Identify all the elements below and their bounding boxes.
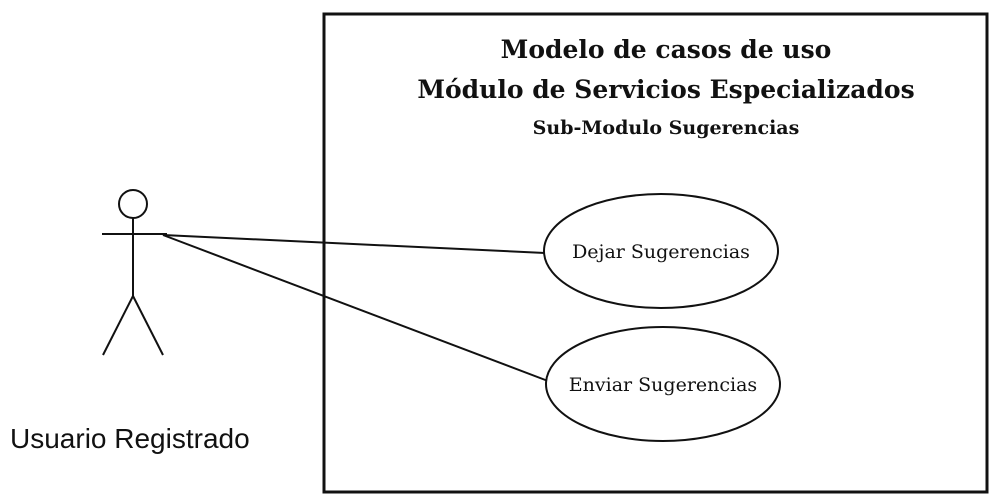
actor-right-leg	[132, 295, 164, 356]
system-boundary	[322, 12, 989, 494]
actor-label: Usuario Registrado	[10, 423, 250, 454]
use-case-label: Dejar Sugerencias	[572, 241, 750, 263]
actor-left-leg	[102, 295, 134, 356]
use-case-dejar-sugerencias	[543, 193, 779, 309]
use-case-label: Enviar Sugerencias	[569, 374, 757, 396]
system-title-line2: Módulo de Servicios Especializados	[417, 75, 914, 104]
system-title-line1: Modelo de casos de uso	[501, 35, 832, 64]
association-enviar-sugerencias	[162, 234, 549, 382]
actor-figure	[102, 189, 167, 356]
system-title-line3: Sub-Modulo Sugerencias	[533, 117, 800, 139]
association-dejar-sugerencias	[162, 234, 546, 254]
use-case-enviar-sugerencias	[545, 326, 781, 442]
actor-head	[118, 189, 148, 219]
